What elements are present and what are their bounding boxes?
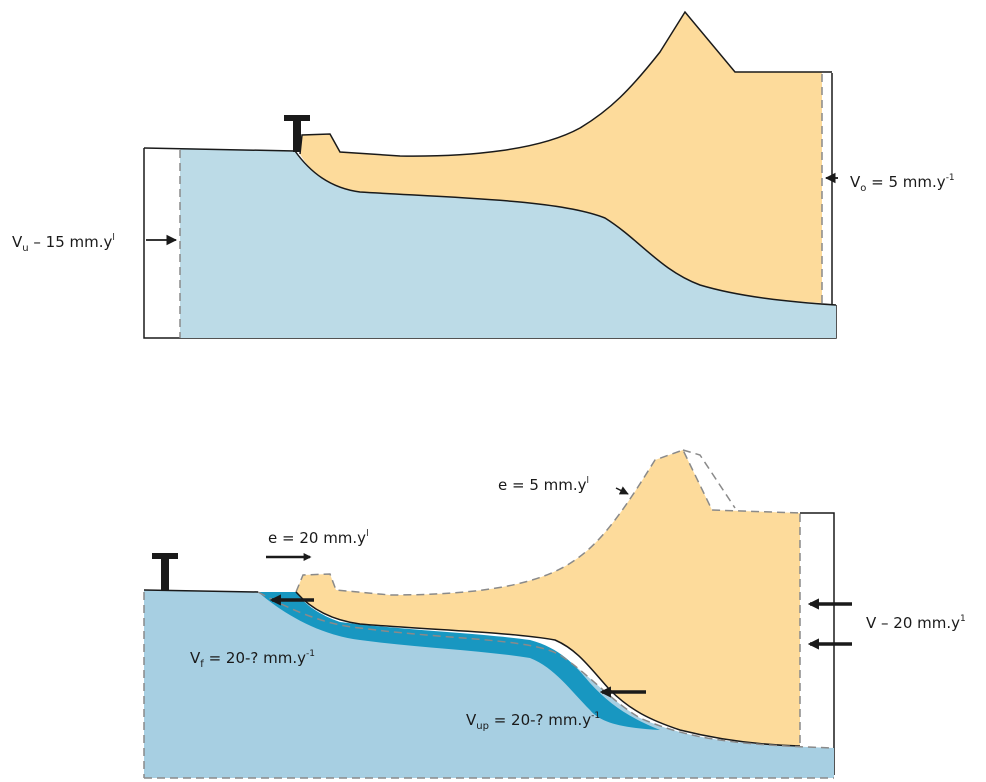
bottom-subducting-plate	[144, 590, 834, 778]
bottom-plate-top-dashed	[257, 591, 835, 749]
bottom-decollement	[295, 591, 801, 747]
top-right-velocity-label: Vo = 5 mm.y-1	[850, 173, 955, 194]
bottom-vup-label: Vup = 20-? mm.y-1	[466, 711, 600, 732]
bottom-vf-label: Vf = 20-? mm.y-1	[190, 649, 315, 670]
top-decollement	[143, 147, 837, 306]
bottom-panel-frame	[800, 512, 835, 775]
bottom-accretionary-wedge	[296, 450, 800, 746]
top-wedge-surface	[299, 10, 832, 157]
top-panel: Vu – 15 mm.yl Vo = 5 mm.y-1	[12, 10, 955, 339]
top-trench-marker-icon	[284, 115, 310, 152]
bottom-wedge-surface	[295, 449, 801, 596]
bottom-top-erosion-arrow	[615, 486, 629, 495]
bottom-initial-wedge-outline	[682, 449, 736, 509]
top-accretionary-wedge	[300, 12, 822, 303]
top-subducting-plate	[180, 148, 836, 338]
bottom-trench-marker-icon	[152, 553, 178, 591]
bottom-top-erosion-label: e = 5 mm.yl	[498, 476, 589, 494]
bottom-frontal-erosion-label: e = 20 mm.yl	[268, 529, 369, 547]
bottom-right-velocity-label: V – 20 mm.y1	[866, 614, 966, 632]
top-left-velocity-label: Vu – 15 mm.yl	[12, 233, 115, 254]
bottom-panel: e = 5 mm.yl e = 20 mm.yl V – 20 mm.y1 Vf…	[143, 449, 966, 779]
bottom-eroded-frontal-zone	[258, 592, 660, 730]
